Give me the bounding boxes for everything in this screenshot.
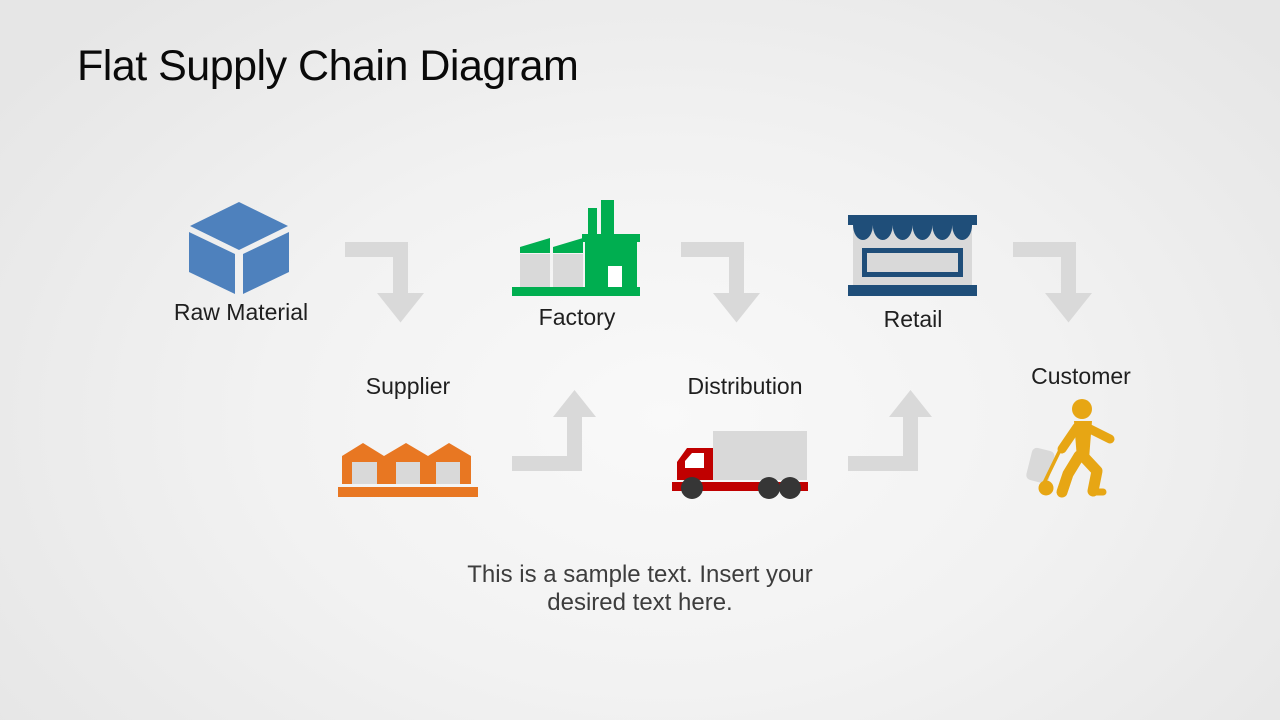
warehouse-icon: [338, 443, 478, 497]
sample-text-line1: This is a sample text. Insert your: [467, 561, 813, 588]
slide-title: Flat Supply Chain Diagram: [77, 42, 579, 90]
supplier-label: Supplier: [365, 373, 451, 399]
box-icon: [186, 200, 292, 295]
sample-text-line2: desired text here.: [547, 589, 733, 616]
customer-label: Customer: [1031, 363, 1131, 389]
factory-label: Factory: [538, 304, 616, 330]
arrow-retail-to-customer-icon: [1013, 242, 1098, 323]
arrow-raw-material-to-supplier-icon: [345, 242, 430, 323]
person-luggage-icon: [1025, 396, 1135, 502]
sample-text: This is a sample text. Insert your desir…: [440, 561, 840, 617]
arrow-distribution-to-retail-icon: [848, 390, 932, 471]
storefront-icon: [848, 214, 977, 296]
raw-material-label: Raw Material: [173, 299, 309, 325]
truck-icon: [670, 424, 810, 500]
arrow-supplier-to-factory-icon: [512, 390, 596, 471]
distribution-label: Distribution: [687, 373, 803, 399]
factory-icon: [512, 198, 640, 298]
arrow-factory-to-distribution-icon: [681, 242, 766, 323]
retail-label: Retail: [883, 306, 943, 332]
